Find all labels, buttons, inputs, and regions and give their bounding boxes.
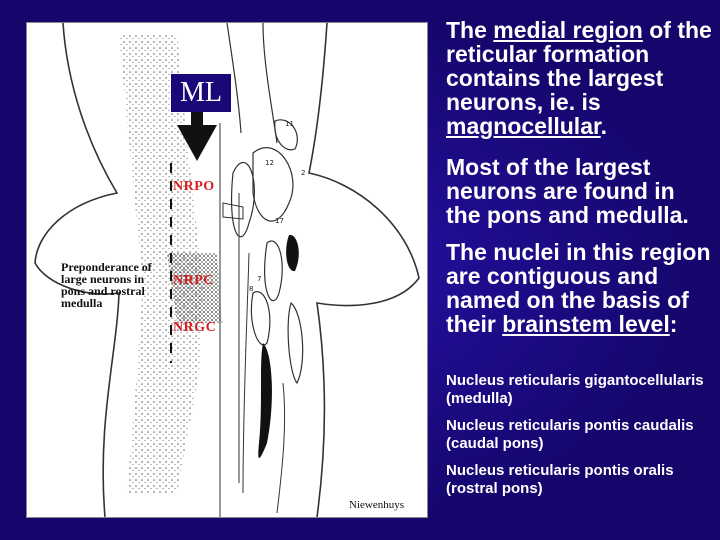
svg-text:17: 17 — [275, 217, 284, 225]
p3-text-b: : — [669, 311, 678, 337]
p1-text-c: . — [600, 113, 608, 139]
svg-text:2: 2 — [301, 169, 305, 177]
figure-credit: Niewenhuys — [349, 499, 404, 511]
nrgc-label: NRGC — [173, 320, 217, 335]
p3-text-a: The nuclei in this region are contiguous… — [446, 239, 711, 337]
p3-brainstem-level: brainstem level — [502, 311, 670, 337]
paragraph-medial-region: The medial region of the reticular forma… — [446, 18, 712, 138]
svg-text:8: 8 — [249, 285, 253, 293]
preponderance-annotation: Preponderance of large neurons in pons a… — [61, 261, 173, 309]
nrpc-label: NRPC — [173, 273, 214, 288]
annotation-line: Preponderance of — [61, 260, 152, 274]
p1-magnocellular: magnocellular — [446, 113, 601, 139]
annotation-line: large neurons in — [61, 272, 145, 286]
paragraph-nuclei: The nuclei in this region are contiguous… — [446, 240, 712, 336]
p1-medial-region: medial region — [493, 17, 643, 43]
svg-text:11: 11 — [285, 120, 294, 128]
nucleus-item-gigantocellularis: Nucleus reticularis gigantocellularis (m… — [446, 372, 704, 407]
svg-text:7: 7 — [257, 275, 261, 283]
paragraph-largest-neurons: Most of the largest neurons are found in… — [446, 154, 689, 228]
brainstem-figure: 11 12 2 17 7 8 ML NRPO NRPC NRGC Prepond… — [26, 22, 428, 518]
ml-label: ML — [171, 74, 231, 112]
annotation-line: pons and rostral — [61, 284, 145, 298]
nucleus-item-pontis-oralis: Nucleus reticularis pontis oralis (rostr… — [446, 462, 674, 497]
p1-text-b: of the reticular formation contains the … — [446, 17, 712, 115]
p1-text-a: The — [446, 17, 494, 43]
annotation-line: medulla — [61, 296, 103, 310]
nrpo-label: NRPO — [173, 179, 215, 194]
svg-text:12: 12 — [265, 159, 274, 167]
brainstem-diagram: 11 12 2 17 7 8 — [34, 23, 420, 517]
nucleus-item-pontis-caudalis: Nucleus reticularis pontis caudalis (cau… — [446, 417, 694, 452]
